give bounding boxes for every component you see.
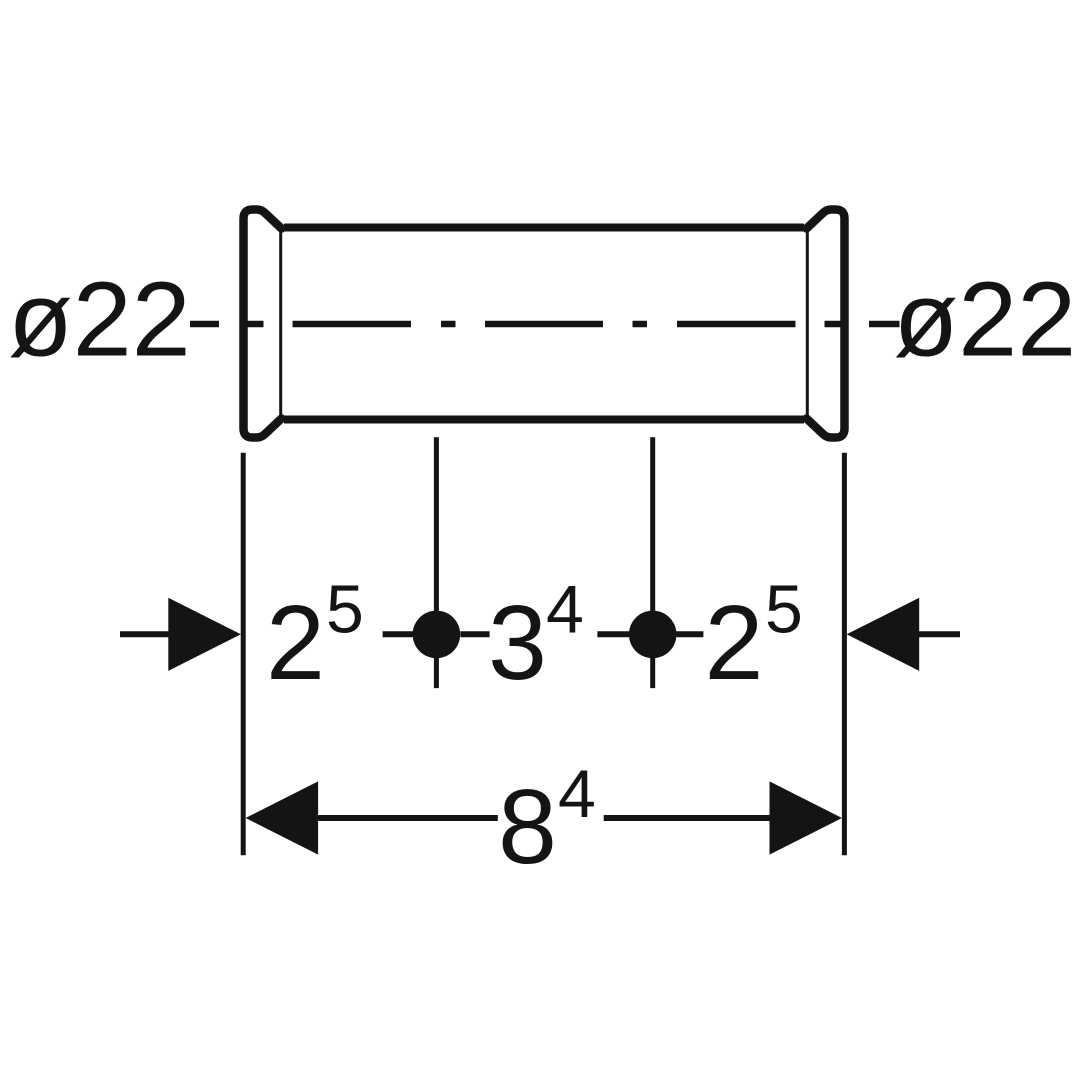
svg-text:8: 8 xyxy=(498,768,557,886)
svg-text:ø22: ø22 xyxy=(894,261,1077,379)
svg-text:5: 5 xyxy=(326,572,364,648)
svg-text:2: 2 xyxy=(266,584,325,702)
svg-text:3: 3 xyxy=(488,584,547,702)
svg-text:ø22: ø22 xyxy=(8,261,191,379)
svg-text:4: 4 xyxy=(546,572,584,648)
svg-text:5: 5 xyxy=(765,572,803,648)
svg-text:4: 4 xyxy=(558,756,596,832)
svg-text:2: 2 xyxy=(705,584,764,702)
